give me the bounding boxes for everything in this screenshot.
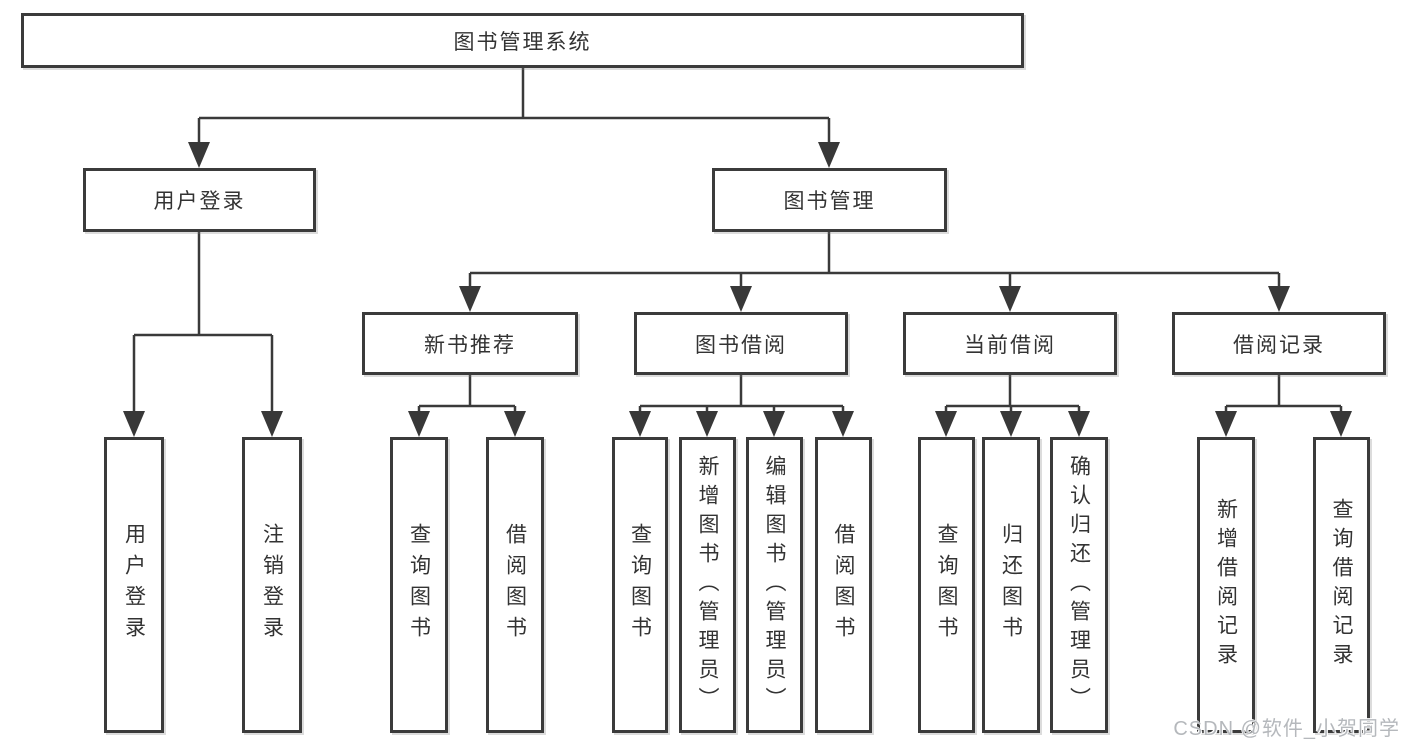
node-library-management-system: 图书管理系统 [21,13,1024,68]
leaf-label: 借阅图书 [832,523,855,647]
leaf-query-books-borrow: 查询图书 [612,437,668,733]
node-current-borrow: 当前借阅 [903,312,1117,375]
leaf-label: 注销登录 [260,523,284,647]
leaf-add-borrow-record: 新增借阅记录 [1197,437,1255,733]
leaf-label: 确认归还（管理员） [1067,454,1091,716]
leaf-label: 查询图书 [628,523,652,647]
node-new-book-recommend: 新书推荐 [362,312,578,375]
node-label: 图书借阅 [695,333,787,357]
node-user-login: 用户登录 [83,168,316,232]
leaf-query-borrow-record: 查询借阅记录 [1313,437,1370,733]
leaf-label: 借阅图书 [503,523,527,647]
leaf-return-books: 归还图书 [982,437,1040,733]
leaf-logout: 注销登录 [242,437,302,733]
node-label: 当前借阅 [964,333,1056,357]
leaf-label: 用户登录 [122,523,146,647]
leaf-label: 编辑图书（管理员） [763,454,786,716]
leaf-user-login: 用户登录 [104,437,164,733]
node-borrow-records: 借阅记录 [1172,312,1386,375]
node-book-management: 图书管理 [712,168,947,232]
leaf-label: 查询图书 [935,523,958,647]
leaf-label: 查询借阅记录 [1330,498,1353,672]
leaf-edit-books-admin: 编辑图书（管理员） [746,437,803,733]
node-label: 新书推荐 [424,333,516,357]
leaf-label: 归还图书 [999,523,1023,647]
leaf-query-books-current: 查询图书 [918,437,975,733]
node-label: 图书管理 [783,190,876,213]
leaf-confirm-return-admin: 确认归还（管理员） [1050,437,1108,733]
leaf-label: 新增图书（管理员） [696,454,719,716]
node-label: 借阅记录 [1233,333,1325,357]
leaf-borrow-books-recommend: 借阅图书 [486,437,544,733]
node-book-borrow: 图书借阅 [634,312,848,375]
leaf-label: 新增借阅记录 [1214,498,1238,672]
leaf-add-books-admin: 新增图书（管理员） [679,437,736,733]
csdn-watermark: CSDN @软件_小贺同学 [1173,718,1400,740]
node-label: 用户登录 [153,190,246,213]
leaf-borrow-books: 借阅图书 [815,437,872,733]
leaf-query-books-recommend: 查询图书 [390,437,448,733]
node-label: 图书管理系统 [453,30,592,54]
leaf-label: 查询图书 [407,523,431,647]
